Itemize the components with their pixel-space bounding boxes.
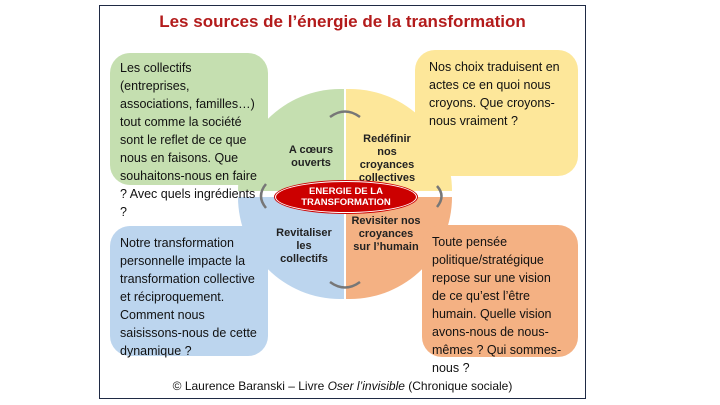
label: A cœurs ouverts [288,144,334,169]
credit-book-title: Oser l’invisible [327,379,405,393]
label: Revitaliser les collectifs [276,227,332,265]
arrow-top-icon [329,110,361,119]
slide-title: Les sources de l’énergie de la transform… [159,12,526,31]
arrow-left-icon [259,183,267,209]
yellow-text-box: Nos choix traduisent en actes ce en quoi… [415,50,578,176]
label: Revisiter nos croyances sur l’humain [351,215,421,253]
center-line-1: ENERGIE DE LA [309,186,383,197]
quadrant-label-top-left: A cœurs ouverts [282,144,340,170]
green-text-box: Les collectifs (entreprises, association… [110,53,268,219]
slide-frame [99,5,586,399]
credit-prefix: © Laurence Baranski – Livre [172,379,328,393]
copyright-credit: © Laurence Baranski – Livre Oser l’invis… [99,379,586,393]
arrow-right-icon [436,185,443,208]
center-line-2: TRANSFORMATION [301,197,391,208]
quadrant-label-bottom-left: Revitaliser les collectifs [272,227,336,266]
blue-text-box: Notre transformation personnelle impacte… [110,226,268,358]
quadrant-label-bottom-right: Revisiter nos croyances sur l’humain [350,215,422,254]
label: Redéfinir nos croyances collectives [358,133,416,184]
orange-text-box: Toute pensée politique/stratégique repos… [422,225,578,375]
center-energy-ellipse: ENERGIE DE LA TRANSFORMATION [275,181,417,213]
credit-suffix: (Chronique sociale) [404,379,513,393]
arrow-bottom-icon [329,280,361,289]
quadrant-label-top-right: Redéfinir nos croyances collectives [352,133,422,185]
